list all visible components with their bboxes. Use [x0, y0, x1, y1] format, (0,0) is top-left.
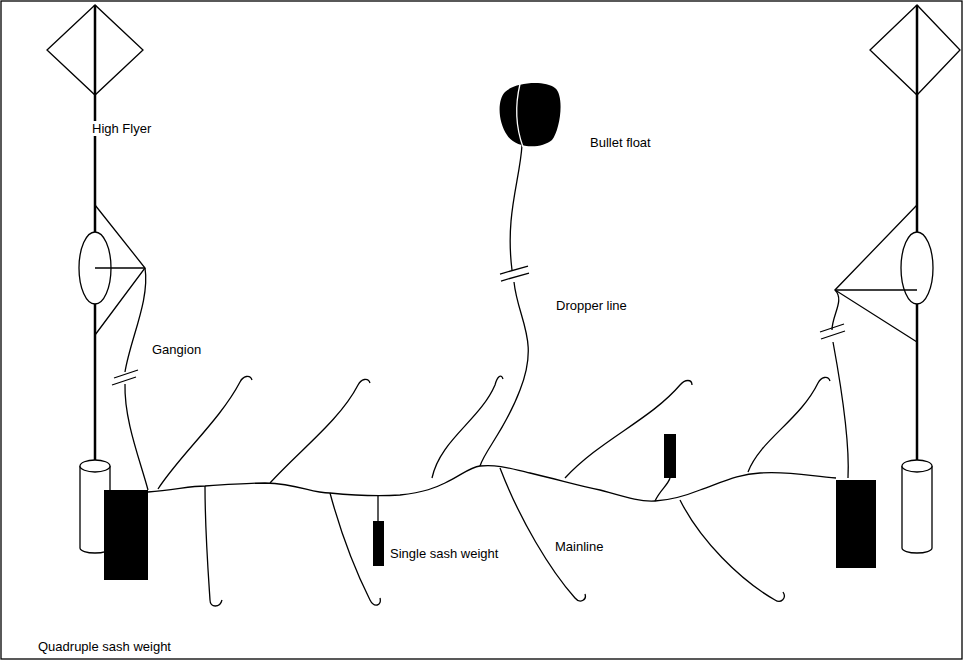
- gangion-hook: [500, 468, 585, 601]
- gangion-hook: [432, 376, 503, 478]
- bullet-float: [500, 83, 561, 146]
- weight-leader: [655, 478, 670, 501]
- gangion-line: [832, 290, 848, 478]
- dropper-line: [480, 145, 528, 466]
- single-sash-weight: [664, 434, 676, 478]
- part-label: High Flyer: [90, 121, 153, 136]
- part-label: Dropper line: [554, 298, 629, 313]
- part-label: Bullet float: [588, 135, 653, 150]
- part-label: Quadruple sash weight: [36, 639, 173, 654]
- gangion-hook: [158, 376, 252, 489]
- gangion-hook: [330, 493, 380, 605]
- gangion-hook: [565, 381, 692, 479]
- high-flyer: [835, 5, 960, 553]
- break-mark: [500, 266, 529, 281]
- float-band: [517, 84, 523, 147]
- gangion-hook: [748, 377, 830, 472]
- quadruple-sash-weight: [836, 480, 876, 568]
- break-mark: [820, 324, 845, 339]
- break-mark: [112, 370, 138, 385]
- gangion-hook: [205, 486, 222, 606]
- mainline: [148, 466, 836, 502]
- part-label: Mainline: [553, 539, 605, 554]
- quadruple-sash-weight: [104, 490, 148, 580]
- part-label: Single sash weight: [388, 546, 500, 561]
- part-label: Gangion: [150, 342, 203, 357]
- gangion-hook: [270, 379, 370, 483]
- weight-leader: [377, 495, 378, 521]
- high-flyer: [47, 5, 145, 553]
- gangion-hook: [680, 500, 784, 601]
- single-sash-weight: [373, 521, 384, 566]
